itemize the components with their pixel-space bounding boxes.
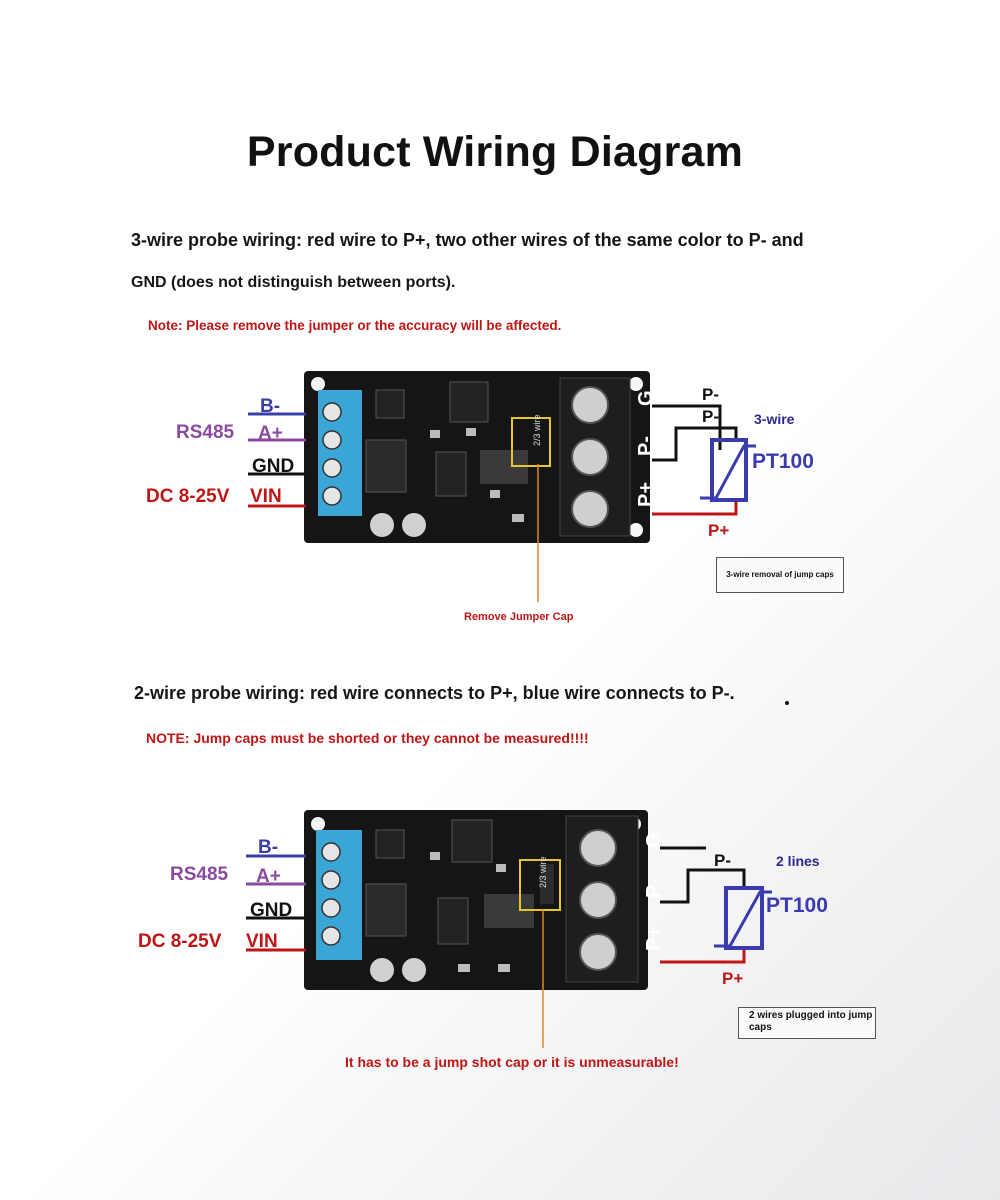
- wire-p-minus-2: [652, 426, 738, 462]
- terminal-label-p-plus: P+: [643, 926, 665, 951]
- label-p-plus: P+: [708, 521, 729, 540]
- label-a-plus: A+: [258, 423, 283, 444]
- jumper-cap-icon: [511, 417, 551, 467]
- wire-p-plus: [652, 500, 738, 516]
- wiring-diagram-2wire: 2/3 wire G P- P+ B- RS485 A+ GND DC 8-25…: [138, 810, 828, 1048]
- label-vin: VIN: [250, 486, 282, 507]
- label-pt100: PT100: [752, 450, 814, 473]
- label-gnd: GND: [252, 456, 294, 477]
- jumper-cap-icon: [519, 859, 561, 911]
- label-p-plus: P+: [722, 969, 743, 988]
- terminal-label-p-minus: P-: [635, 436, 657, 456]
- label-3-wire: 3-wire: [754, 411, 795, 427]
- pcb-board-image: 2/3 wire G P- P+: [304, 371, 657, 543]
- callout-jump-cap: It has to be a jump shot cap or it is un…: [345, 1054, 679, 1070]
- label-b-minus: B-: [258, 837, 278, 858]
- dot-marker: [785, 701, 789, 705]
- terminal-label-g: G: [635, 390, 657, 406]
- terminal-label-p-minus: P-: [643, 878, 665, 898]
- wire-p-minus-1: [652, 404, 722, 450]
- wire-p-minus: [660, 868, 746, 904]
- label-gnd: GND: [250, 900, 292, 921]
- terminal-label-p-plus: P+: [635, 482, 657, 507]
- label-vin: VIN: [246, 931, 278, 952]
- section1-note: Note: Please remove the jumper or the ac…: [148, 318, 562, 333]
- label-2-lines: 2 lines: [776, 853, 820, 869]
- note-box-2wire: 2 wires plugged into jump caps: [738, 1007, 876, 1039]
- label-a-plus: A+: [256, 866, 281, 887]
- section1-description-line2: GND (does not distinguish between ports)…: [131, 274, 456, 291]
- label-dc-voltage: DC 8-25V: [146, 486, 230, 507]
- label-rs485: RS485: [170, 864, 229, 885]
- section1-description-line1: 3-wire probe wiring: red wire to P+, two…: [131, 230, 804, 250]
- label-b-minus: B-: [260, 396, 280, 417]
- page-title: Product Wiring Diagram: [246, 128, 744, 176]
- label-dc-voltage: DC 8-25V: [138, 931, 222, 952]
- section2-note: NOTE: Jump caps must be shorted or they …: [146, 730, 589, 746]
- section2-description: 2-wire probe wiring: red wire connects t…: [134, 683, 735, 703]
- thermistor-symbol: [700, 438, 756, 502]
- note-box-3wire: 3-wire removal of jump caps: [716, 557, 844, 593]
- jumper-label: 2/3 wire: [532, 414, 542, 446]
- pcb-board-image: 2/3 wire G P- P+: [304, 810, 665, 990]
- label-p-minus: P-: [714, 851, 731, 870]
- wiring-diagram-3wire: 2/3 wire G P- P+ B- RS485 A+ GND DC 8-25…: [146, 371, 814, 623]
- wire-p-plus: [660, 946, 746, 964]
- thermistor-symbol: [714, 886, 772, 950]
- jumper-label: 2/3 wire: [538, 856, 548, 888]
- label-pt100: PT100: [766, 894, 828, 917]
- callout-remove-jumper: Remove Jumper Cap: [464, 611, 574, 623]
- label-p-minus-1: P-: [702, 385, 719, 404]
- label-rs485: RS485: [176, 422, 235, 443]
- terminal-label-g: G: [643, 832, 665, 848]
- label-p-minus-2: P-: [702, 407, 719, 426]
